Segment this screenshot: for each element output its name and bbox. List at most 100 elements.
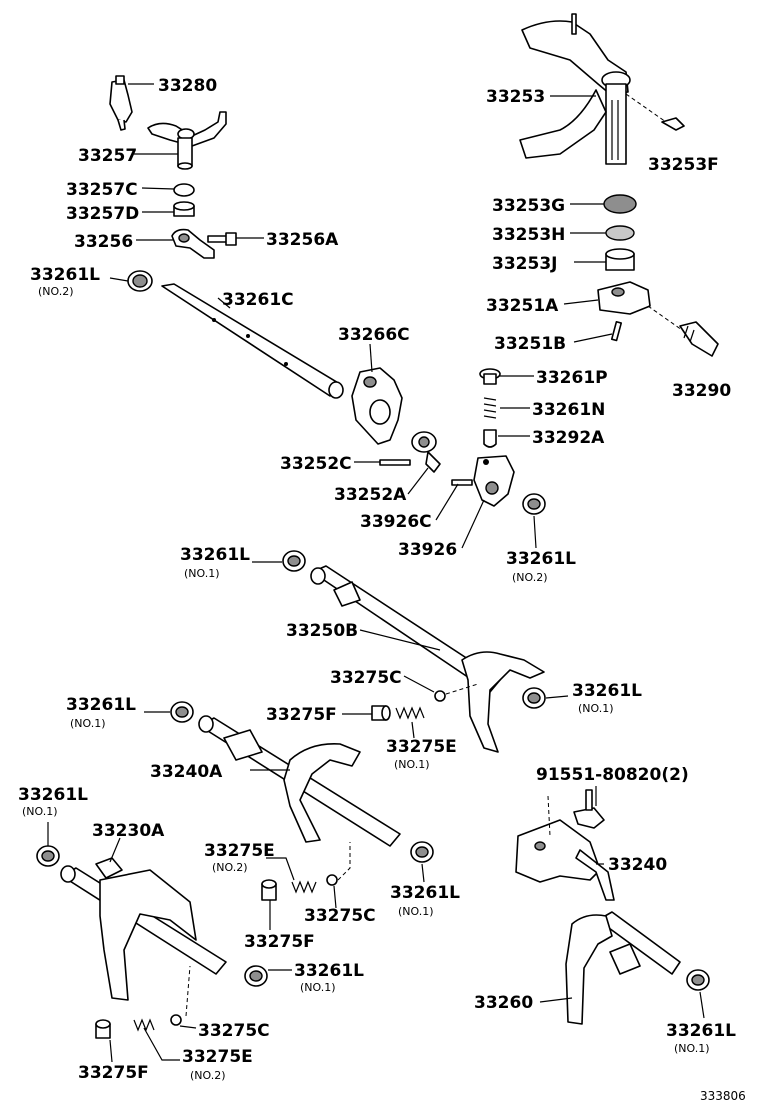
label-33252c: 33252C <box>280 454 352 474</box>
part-33275e-a-drawing <box>395 706 425 720</box>
label-33275f-b: 33275F <box>244 932 315 952</box>
label-33261l-c1: 33261L <box>390 883 460 903</box>
label-33261l-far-sub: (NO.1) <box>22 805 58 818</box>
part-33240a-drawing <box>198 715 401 847</box>
label-33275c-c: 33275C <box>198 1021 270 1041</box>
label-33926c: 33926C <box>360 512 432 532</box>
label-33257c: 33257C <box>66 180 138 200</box>
part-33253g-drawing <box>603 194 637 214</box>
part-33280-drawing <box>109 75 133 131</box>
label-33253g: 33253G <box>492 196 565 216</box>
part-33257d-drawing <box>173 201 195 217</box>
assembly-dash-lines <box>185 93 683 1017</box>
label-33253: 33253 <box>486 87 545 107</box>
label-33251b: 33251B <box>494 334 566 354</box>
part-33275f-b-drawing <box>261 879 277 901</box>
diagram-reference-number: 333806 <box>700 1089 746 1103</box>
part-33230a-drawing <box>60 857 227 1001</box>
label-33250b: 33250B <box>286 621 358 641</box>
label-33240a: 33240A <box>150 762 223 782</box>
part-33275c-a-drawing <box>434 690 446 702</box>
label-33261p: 33261P <box>536 368 608 388</box>
part-33261n-drawing <box>483 397 497 419</box>
label-33280: 33280 <box>158 76 217 96</box>
part-33275e-c-drawing <box>133 1018 155 1032</box>
part-33250b-drawing <box>310 565 545 753</box>
label-33275c-b: 33275C <box>304 906 376 926</box>
label-33275e-c: 33275E <box>182 1047 253 1067</box>
part-33275c-c-drawing <box>170 1014 182 1026</box>
part-33261l-c1-drawing <box>410 841 434 863</box>
part-33266c-drawing <box>351 367 403 445</box>
label-33240: 33240 <box>608 855 667 875</box>
label-33290: 33290 <box>672 381 731 401</box>
label-33275c-a: 33275C <box>330 668 402 688</box>
label-33261n: 33261N <box>532 400 605 420</box>
part-33261l-m1-drawing <box>282 550 306 572</box>
label-33256a: 33256A <box>266 230 339 250</box>
part-33275e-b-drawing <box>291 880 317 894</box>
part-33251b-drawing <box>610 320 623 342</box>
label-91551: 91551-80820(2) <box>536 765 689 785</box>
label-33266c: 33266C <box>338 325 410 345</box>
part-33260-drawing <box>565 911 681 1025</box>
label-33257d: 33257D <box>66 204 139 224</box>
label-33261l-r2: 33261L <box>506 549 576 569</box>
part-33257-drawing <box>147 111 227 170</box>
label-33253h: 33253H <box>492 225 565 245</box>
label-33275e-c-sub: (NO.2) <box>190 1069 226 1082</box>
part-33292a-drawing <box>483 429 497 448</box>
label-33261l-r1: 33261L <box>572 681 642 701</box>
part-33253j-drawing <box>605 248 635 271</box>
part-33240-drawing <box>515 819 615 901</box>
label-33261l-br: 33261L <box>666 1021 736 1041</box>
leader-lines <box>47 83 705 1063</box>
part-33275f-c-drawing <box>95 1019 111 1039</box>
label-33275e-a: 33275E <box>386 737 457 757</box>
part-33261l-l1-drawing <box>170 701 194 723</box>
label-33253j: 33253J <box>492 254 557 274</box>
label-33275f-a: 33275F <box>266 705 337 725</box>
label-33261l-far: 33261L <box>18 785 88 805</box>
part-33253h-drawing <box>605 225 635 241</box>
label-33275e-b-sub: (NO.2) <box>212 861 248 874</box>
part-33261l-far-drawing <box>36 845 60 867</box>
part-33251a-drawing <box>597 281 651 315</box>
part-33252a-drawing <box>411 431 441 473</box>
part-33256-drawing <box>171 228 215 259</box>
part-33261l-r2-drawing <box>522 493 546 515</box>
part-33253-drawing <box>519 13 631 165</box>
label-33261l-r2-sub: (NO.2) <box>512 571 548 584</box>
part-33256a-drawing <box>207 232 237 246</box>
part-33261l-br-drawing <box>686 969 710 991</box>
label-33261l-m1: 33261L <box>180 545 250 565</box>
part-33275f-a-drawing <box>371 705 391 721</box>
label-33261l-l1: 33261L <box>66 695 136 715</box>
label-33261l-br-sub: (NO.1) <box>674 1042 710 1055</box>
part-33257c-drawing <box>173 183 195 197</box>
label-33275e-b: 33275E <box>204 841 275 861</box>
label-33275f-c: 33275F <box>78 1063 149 1083</box>
label-33260: 33260 <box>474 993 533 1013</box>
label-33261l-r1-sub: (NO.1) <box>578 702 614 715</box>
part-33261l-top-drawing <box>127 270 153 292</box>
part-33275c-b-drawing <box>326 874 338 886</box>
label-33261l-m1-sub: (NO.1) <box>184 567 220 580</box>
label-33257: 33257 <box>78 146 137 166</box>
label-33253f: 33253F <box>648 155 719 175</box>
part-33253f-drawing <box>661 117 685 131</box>
part-33261p-drawing <box>479 368 501 385</box>
label-33256: 33256 <box>74 232 133 252</box>
label-33292a: 33292A <box>532 428 605 448</box>
part-33926-drawing <box>473 455 515 507</box>
part-33261l-r1-drawing <box>522 687 546 709</box>
label-33926: 33926 <box>398 540 457 560</box>
label-33275e-a-sub: (NO.1) <box>394 758 430 771</box>
label-33252a: 33252A <box>334 485 407 505</box>
label-33261l-top: 33261L <box>30 265 100 285</box>
label-33261l-l1-sub: (NO.1) <box>70 717 106 730</box>
label-33261l-b1-sub: (NO.1) <box>300 981 336 994</box>
label-33251a: 33251A <box>486 296 559 316</box>
part-33261c-drawing <box>161 283 344 399</box>
